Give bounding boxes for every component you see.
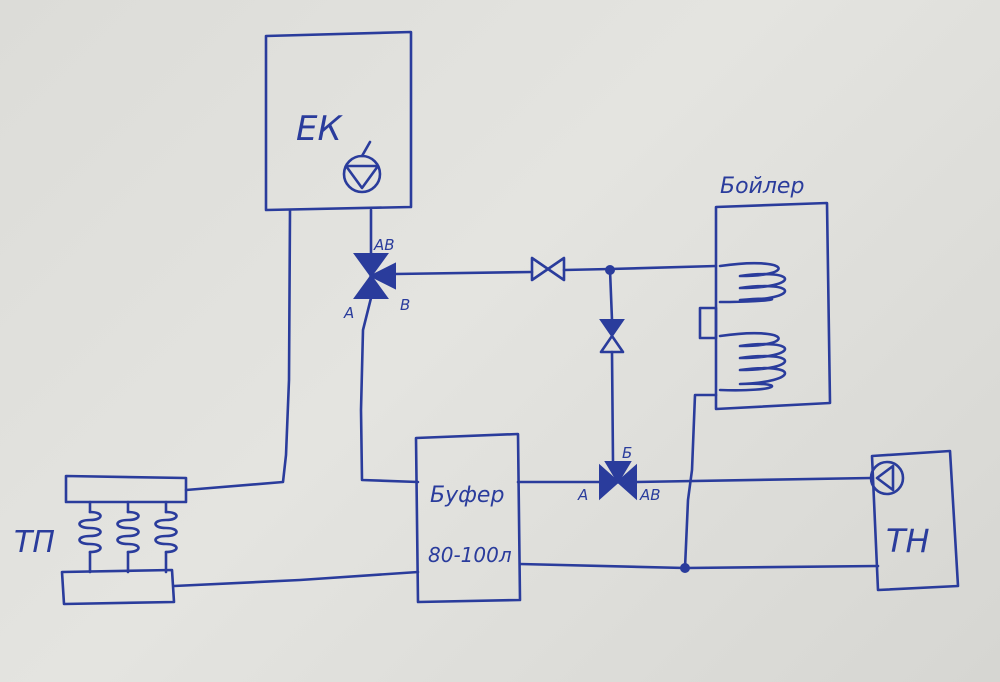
underfloor-label: ТП — [14, 525, 55, 560]
pipe-manifold-return — [172, 570, 420, 588]
ek-boiler-box — [264, 30, 413, 212]
floor-loop-coil — [154, 500, 178, 574]
check-valve-vertical — [599, 319, 625, 354]
valve-bottom-port-b: Б — [622, 444, 632, 462]
dhw-tank-unit: Бойлер — [698, 174, 832, 411]
buffer-tank-box — [414, 432, 522, 604]
ek-boiler-unit: ЕК — [264, 30, 413, 212]
buffer-tank-label: Буфер — [430, 483, 504, 508]
three-way-valve-top: АВ А В — [343, 236, 410, 322]
ek-boiler-label: ЕК — [296, 109, 343, 149]
three-way-valve-bottom: Б А АВ — [577, 444, 661, 504]
manifold-supply-bar — [64, 474, 188, 504]
tank-element-port — [698, 306, 718, 340]
pump-icon — [869, 460, 905, 496]
valve-top-port-a: А — [343, 304, 354, 322]
underfloor-manifold-unit: ТП — [14, 474, 188, 606]
junction-dot — [605, 265, 615, 275]
heat-pump-box — [870, 449, 960, 592]
tank-coil-lower — [718, 331, 787, 392]
dhw-tank-box — [714, 201, 832, 411]
buffer-tank-unit: Буфер 80-100л — [414, 432, 522, 604]
piping — [172, 208, 880, 588]
junction-dot — [680, 563, 690, 573]
pipe-buffer-return-to-heat-pump — [518, 562, 880, 570]
valve-bottom-port-ab: АВ — [639, 486, 661, 504]
valve-top-port-b: В — [400, 296, 410, 314]
pipe-valve-to-heat-pump — [634, 476, 873, 484]
valve-bottom-port-a: А — [577, 486, 588, 504]
pipe-bypass-vertical — [608, 268, 615, 464]
heat-pump-unit: ТН — [869, 449, 960, 592]
dhw-tank-label: Бойлер — [720, 174, 804, 199]
floor-loop-coil — [78, 500, 102, 574]
manifold-return-bar — [60, 568, 176, 606]
pipe-check-to-tank — [562, 264, 718, 272]
pipe-ek-to-manifold — [184, 208, 292, 492]
pipe-tank-return — [683, 393, 718, 570]
pipe-valve-a-to-buffer — [359, 296, 420, 484]
valve-top-port-ab: АВ — [373, 236, 395, 254]
tank-coil-upper — [718, 261, 787, 304]
check-valve-horizontal — [530, 256, 566, 282]
pipe-valve-b-to-check — [393, 270, 534, 276]
pump-icon — [342, 140, 382, 194]
floor-loop-coil — [116, 500, 140, 574]
buffer-volume-label: 80-100л — [428, 543, 512, 567]
heat-pump-label: ТН — [886, 522, 930, 560]
